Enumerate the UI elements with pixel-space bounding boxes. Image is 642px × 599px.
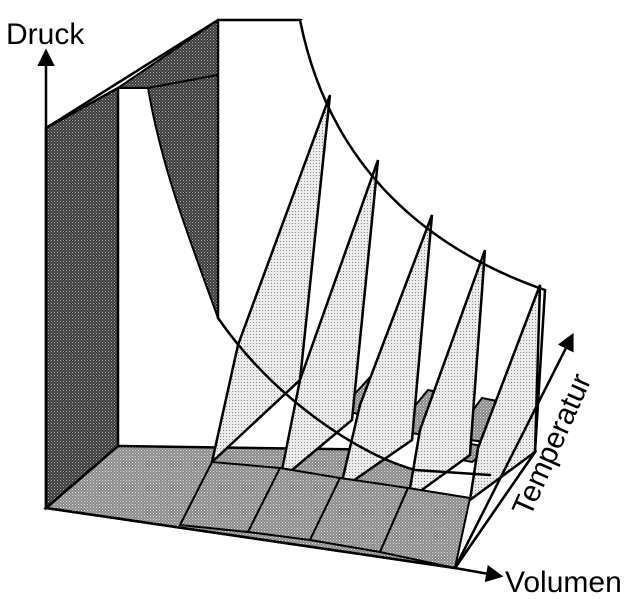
- volume-axis-label: Volumen: [505, 566, 622, 599]
- isotherm-section-2: [278, 159, 380, 484]
- temperature-axis: [453, 332, 574, 569]
- isotherm-section-3: [338, 214, 434, 493]
- floor-front-edge: [44, 506, 457, 570]
- isotherm-section-4: [406, 249, 487, 503]
- back-hyperbola-projection: [146, 73, 219, 319]
- floor-strip-4: [378, 486, 472, 570]
- surface-right-edge: [453, 288, 547, 570]
- volume-axis: [454, 564, 504, 583]
- surface-front-curve: [216, 316, 492, 477]
- pressure-axis-label: Druck: [6, 18, 85, 51]
- surface-top-curve: [298, 18, 547, 292]
- back-wall-left: [44, 85, 120, 511]
- back-wall-top-edge: [44, 18, 220, 130]
